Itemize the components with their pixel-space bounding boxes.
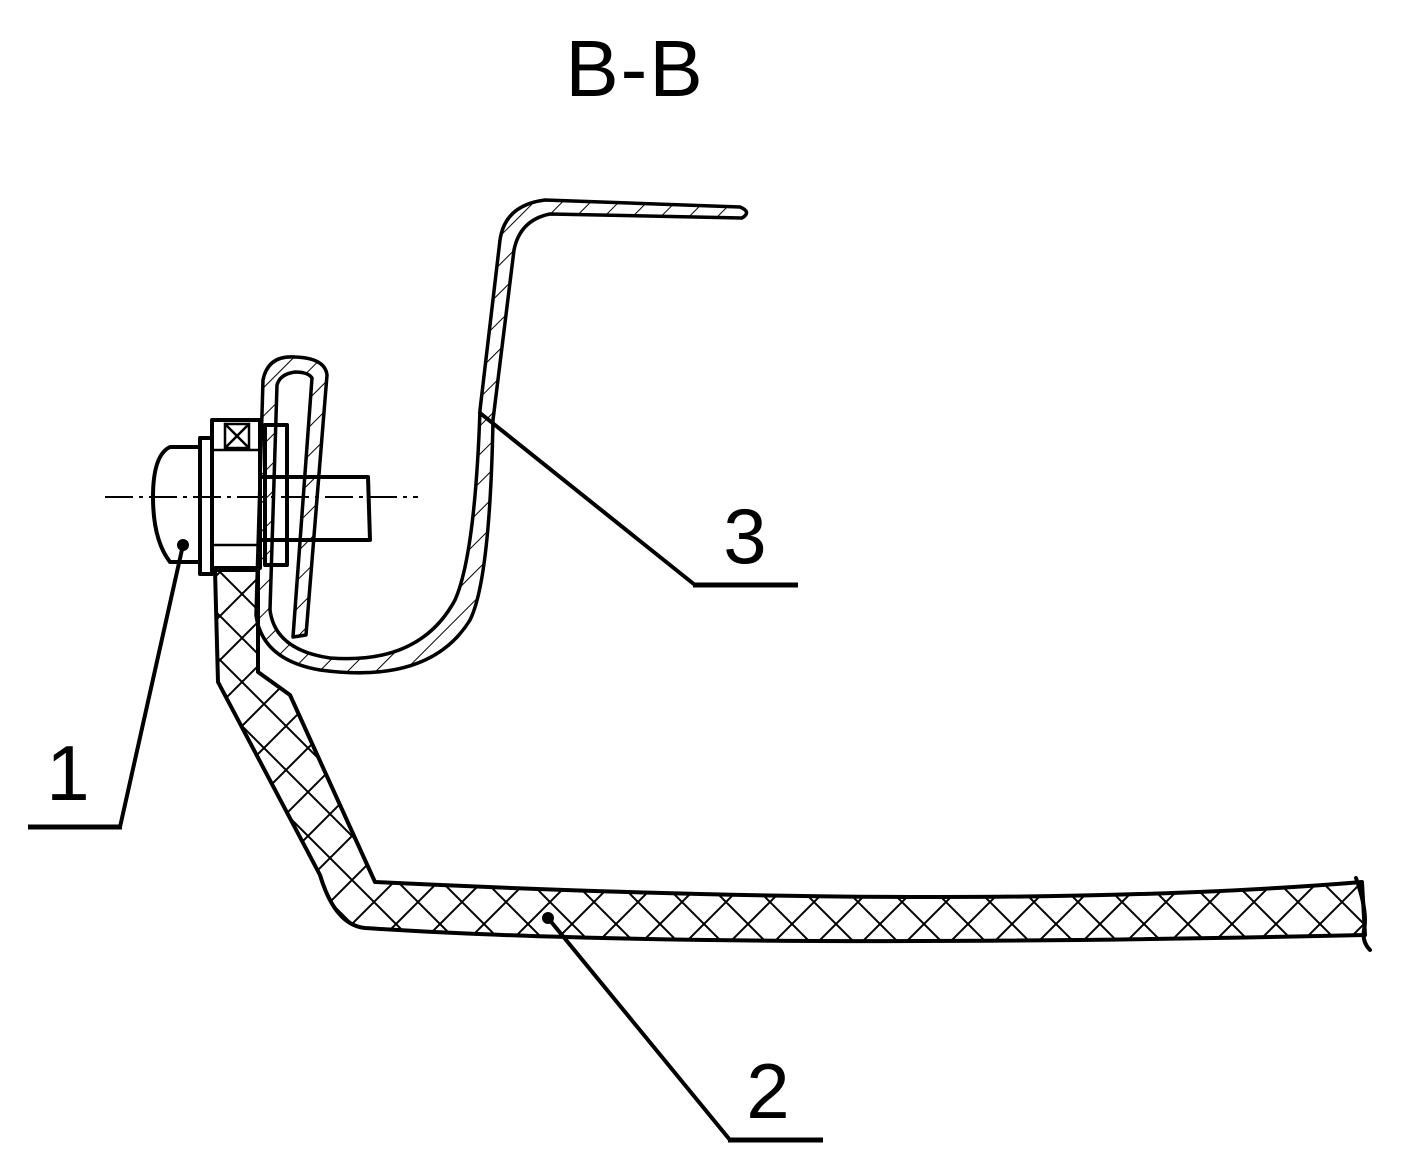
part-1-bolt-head <box>151 445 202 564</box>
part-3-clip <box>254 198 749 675</box>
section-title: B-B <box>565 24 704 113</box>
callout-3-number: 3 <box>723 492 766 580</box>
part-1-flange <box>210 418 262 570</box>
part-1-cross-square <box>223 422 251 450</box>
callout-1-leader <box>118 543 185 829</box>
part-1-cross-mark <box>223 422 251 450</box>
part-1-bolt-shank <box>258 475 372 542</box>
callout-2-leader <box>546 916 732 1142</box>
part-1-spacer <box>263 423 289 567</box>
part-2-panel <box>213 568 1367 944</box>
part-2-break-line <box>1354 876 1372 952</box>
callout-2-number: 2 <box>746 1047 789 1135</box>
callout-3-leader <box>478 411 697 587</box>
callout-1-number: 1 <box>46 729 89 817</box>
